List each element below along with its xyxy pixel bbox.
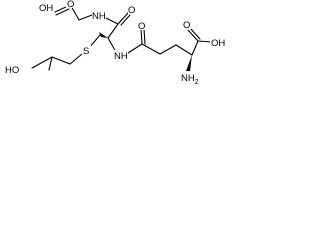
- label-background: [180, 72, 200, 84]
- atom-ho: HO: [5, 65, 19, 76]
- atom-o-top: O: [128, 5, 135, 16]
- bond: [48, 56, 53, 71]
- bond: [143, 28, 146, 45]
- bond: [70, 5, 80, 21]
- label-background: [66, 0, 74, 8]
- bond: [197, 40, 213, 43]
- atom-nh2-main: NH: [181, 73, 195, 84]
- label-background: [82, 45, 91, 56]
- bond: [69, 53, 83, 65]
- bond: [51, 56, 71, 65]
- atom-o-right: O: [183, 20, 190, 31]
- bond: [105, 17, 119, 25]
- bond: [189, 27, 201, 40]
- bond: [127, 43, 143, 54]
- atom-oh-left: OH: [39, 3, 53, 14]
- atom-nh-bottom: NH: [114, 51, 128, 62]
- bond: [78, 14, 93, 21]
- atom-o-bottom: O: [138, 21, 145, 32]
- bond: [107, 37, 117, 53]
- label-background: [128, 4, 137, 14]
- label-background: [182, 19, 191, 29]
- bond: [107, 23, 119, 39]
- chemical-structure: OH O NH O HO S NH O O OH NH2: [5, 0, 226, 86]
- atom-nh2-subscript: 2: [195, 79, 199, 86]
- bond: [55, 8, 70, 16]
- structure-canvas: OH O NH O HO S NH O O OH NH2: [0, 0, 234, 92]
- label-background: [210, 37, 226, 48]
- label-background: [39, 2, 54, 13]
- bond: [54, 5, 69, 13]
- atom-o-left: O: [67, 0, 74, 10]
- atom-nh-top: NH: [92, 11, 106, 22]
- bond: [120, 14, 131, 26]
- label-background: [113, 50, 128, 61]
- label-background: [92, 10, 106, 21]
- label-background: [5, 64, 21, 75]
- atom-oh-right: OH: [211, 38, 225, 49]
- bond: [159, 44, 177, 55]
- bond: [140, 28, 143, 45]
- bond: [117, 12, 129, 25]
- stereo-wedge: [99, 32, 108, 38]
- atom-nh2: NH2: [181, 73, 199, 86]
- bond: [141, 43, 161, 55]
- bond: [187, 29, 199, 42]
- bond: [191, 40, 199, 56]
- stereo-wedge: [186, 55, 192, 71]
- bond: [31, 56, 53, 69]
- label-background: [137, 20, 146, 30]
- bond: [175, 44, 193, 56]
- atom-labels: OH O NH O HO S NH O O OH NH2: [5, 0, 226, 86]
- atom-s: S: [83, 46, 89, 57]
